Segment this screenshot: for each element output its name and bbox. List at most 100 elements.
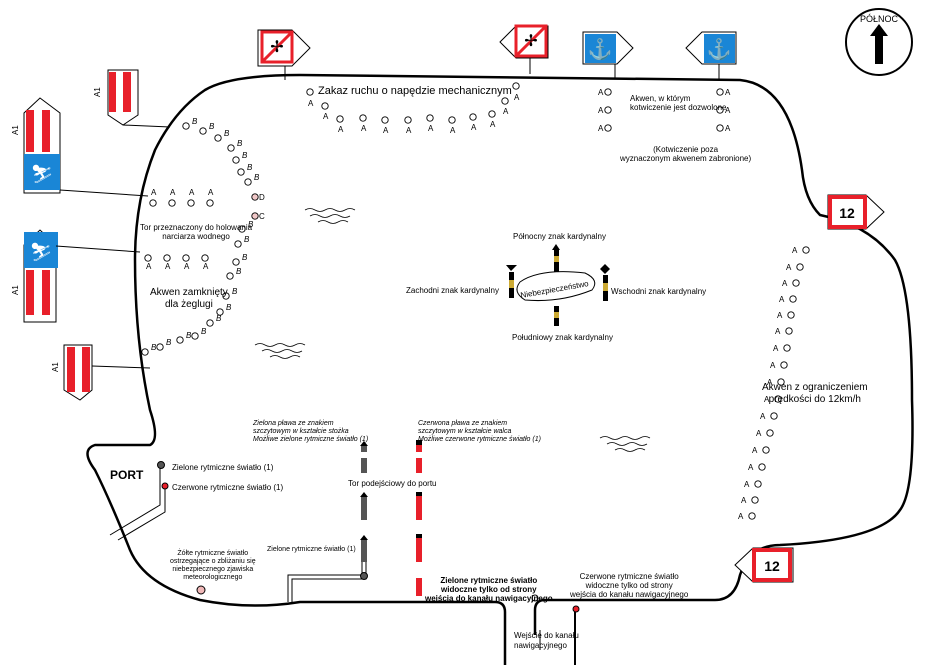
- buoy-letter: A: [725, 88, 731, 97]
- buoy-letter: A: [764, 395, 770, 404]
- buoy: [604, 106, 612, 114]
- yellow-storm-light: [196, 585, 206, 595]
- closed-zone-line-2: dla żeglugi: [165, 299, 213, 310]
- yellow-light-label: Żółte rytmiczne światło ostrzegające o z…: [170, 550, 256, 582]
- buoy: [770, 412, 778, 420]
- buoy-letter: A: [738, 512, 744, 521]
- buoy: [149, 199, 157, 207]
- green-only-line-2: widoczne tylko od strony: [441, 585, 537, 594]
- anchor-icon: ⚓: [588, 37, 613, 61]
- buoy: [469, 113, 477, 121]
- buoy-letter: A: [598, 88, 604, 97]
- entrance-red-light: [572, 605, 580, 613]
- buoy: [321, 102, 329, 110]
- buoy-letter: A: [471, 123, 477, 132]
- buoy: [156, 343, 164, 351]
- buoy-letter: A: [170, 188, 176, 197]
- speed-limit-sign-top: 12: [827, 194, 885, 230]
- anchor-note-line-1: (Kotwiczenie poza: [653, 145, 719, 154]
- green-buoy-line-1: Zielona pława ze znakiem: [253, 420, 334, 427]
- buoy-letter: A: [598, 106, 604, 115]
- anchor-note-label: (Kotwiczenie poza wyznaczonym akwenem za…: [620, 145, 751, 163]
- buoy: [206, 319, 214, 327]
- north-compass: PÓŁNOC: [845, 8, 913, 76]
- buoy-letter: A: [361, 124, 367, 133]
- buoy-letter: A: [514, 93, 520, 102]
- buoy-letter: A: [767, 378, 773, 387]
- buoy: [785, 327, 793, 335]
- red-light-label: Czerwone rytmiczne światło (1): [172, 483, 284, 492]
- a1-ski-sign-3: ⛷ A1: [11, 229, 141, 323]
- green-buoys: [360, 441, 368, 580]
- buoy: [787, 311, 795, 319]
- red-only-line-3: wejścia do kanału nawigacyjnego: [570, 590, 689, 599]
- buoy: [191, 332, 199, 340]
- buoy-letter: A: [383, 126, 389, 135]
- buoy: [244, 178, 252, 186]
- yellow-light-line-4: meteorologicznego: [183, 574, 243, 581]
- a1-ski-sign-2: ⛷ A1: [11, 97, 149, 197]
- buoy-letter: B: [232, 287, 238, 296]
- buoy-letter: A: [748, 463, 754, 472]
- buoy-letter: A: [146, 262, 152, 271]
- buoy: [251, 193, 259, 201]
- green-light-2-label: Zielone rytmiczne światło (1): [267, 546, 356, 553]
- buoy-letter: A: [741, 496, 747, 505]
- buoy: [774, 395, 782, 403]
- buoy: [716, 106, 724, 114]
- buoy-letter: B: [248, 220, 254, 229]
- buoy-letter: B: [237, 139, 243, 148]
- port-pier-edge: [117, 487, 166, 541]
- entrance-line-2: nawigacyjnego: [514, 641, 567, 650]
- closed-zone-line-1: Akwen zamknięty: [150, 287, 228, 298]
- speed-zone-label: Akwen z ograniczeniem prędkości do 12km/…: [762, 382, 868, 406]
- no-engine-sign-left: ✢: [257, 29, 311, 80]
- anchor-sign-right: ⚓: [685, 31, 737, 79]
- buoy-letter: A: [782, 279, 788, 288]
- buoy: [306, 88, 314, 96]
- buoy: [512, 82, 520, 90]
- buoy-letter: A: [752, 446, 758, 455]
- buoy: [758, 463, 766, 471]
- buoy: [716, 124, 724, 132]
- buoy-letter: B: [247, 163, 253, 172]
- buoy-letter: A: [503, 107, 509, 116]
- buoy: [426, 114, 434, 122]
- buoy: [754, 480, 762, 488]
- buoy-letter: A: [775, 327, 781, 336]
- speed-limit-value: 12: [839, 205, 855, 221]
- buoy-letter: B: [192, 117, 198, 126]
- yellow-light-line-3: niebezpiecznego zjawiska: [172, 566, 254, 573]
- buoy: [237, 168, 245, 176]
- buoy: [751, 496, 759, 504]
- buoy: [404, 116, 412, 124]
- port-red-light: [161, 482, 169, 490]
- buoy: [802, 246, 810, 254]
- buoy-letter: B: [151, 343, 157, 352]
- buoy: [238, 225, 246, 233]
- buoy-letter: B: [216, 314, 222, 323]
- buoy-letter: A: [777, 311, 783, 320]
- buoy-letter: B: [244, 235, 250, 244]
- buoy: [227, 144, 235, 152]
- buoy: [163, 254, 171, 262]
- a1-sign-4: A1: [51, 344, 151, 401]
- buoy-letter: B: [242, 253, 248, 262]
- green-only-label: Zielone rytmiczne światło widoczne tylko…: [425, 576, 553, 603]
- buoy-letter: A: [770, 361, 776, 370]
- buoy-letter: A: [323, 112, 329, 121]
- fairway-label: Tor podejściowy do portu: [348, 479, 437, 488]
- entrance-green-light: [531, 594, 539, 602]
- buoy-letter: A: [308, 99, 314, 108]
- buoy: [234, 240, 242, 248]
- buoy: [796, 263, 804, 271]
- green-buoy-line-2: szczytowym w kształcie stożka: [253, 428, 349, 435]
- waves: [254, 208, 651, 452]
- sign-code: A1: [11, 285, 20, 295]
- buoy: [780, 361, 788, 369]
- port-label: PORT: [110, 468, 144, 482]
- buoy: [604, 124, 612, 132]
- sign-code: A1: [51, 362, 60, 372]
- buoy-letter: A: [151, 188, 157, 197]
